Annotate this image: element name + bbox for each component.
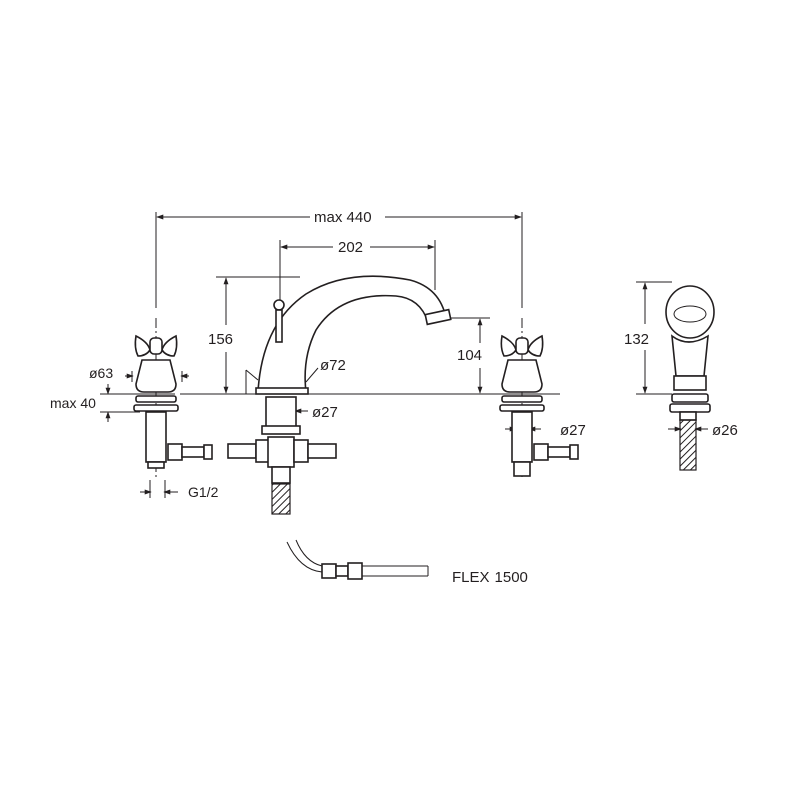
hose-label-length: 1500 <box>495 569 528 586</box>
spout <box>227 275 452 515</box>
flex-hose <box>286 539 429 580</box>
right-cross-handle-valve <box>499 334 579 477</box>
left-valve-diameter-label: ø27 <box>312 404 338 421</box>
outlet-height-label: 104 <box>457 347 482 364</box>
hose-label-prefix: FLEX <box>452 569 490 586</box>
spout-height-label: 156 <box>208 331 233 348</box>
left-cross-handle-valve <box>133 334 213 469</box>
hose-label: FLEX 1500 <box>452 569 528 586</box>
handshower-height-label: 132 <box>624 331 649 348</box>
hand-shower <box>665 285 715 471</box>
handle-diameter-label: ø63 <box>89 365 113 381</box>
right-valve-diameter-label: ø27 <box>560 422 586 439</box>
spout-base-diameter-label: ø72 <box>320 357 346 374</box>
overall-width-label: max 440 <box>314 209 372 226</box>
thread-label: G1/2 <box>188 484 219 500</box>
dimension-labels: max 440 202 156 104 ø72 ø63 max 40 ø27 ø… <box>50 209 738 586</box>
handshower-diameter-label: ø26 <box>712 422 738 439</box>
spout-spacing-label: 202 <box>338 239 363 256</box>
deck-thickness-label: max 40 <box>50 395 96 411</box>
